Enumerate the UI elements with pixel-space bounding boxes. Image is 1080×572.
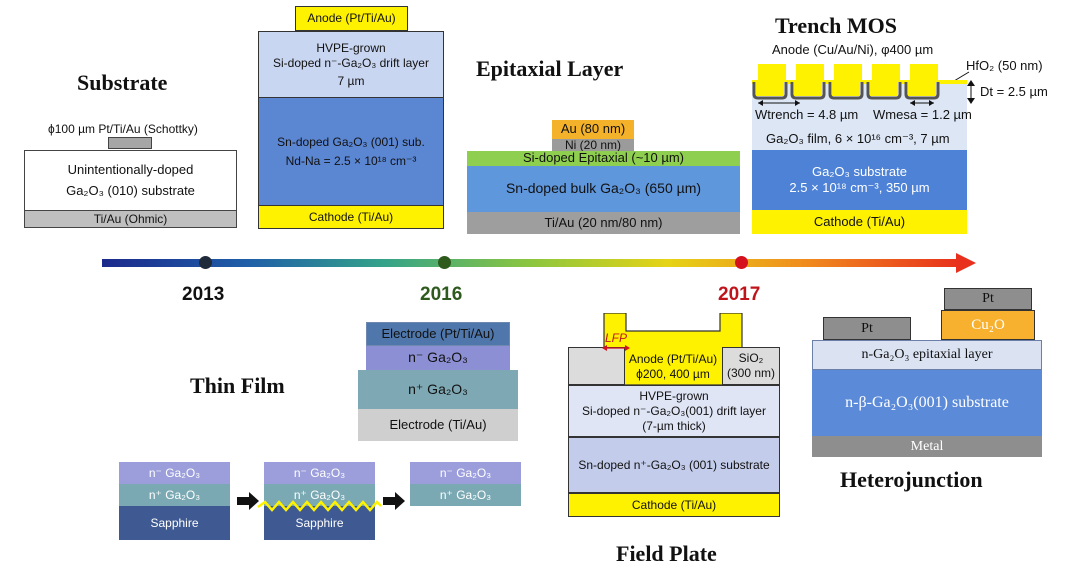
step3-n-minus: n⁻ Ga₂O₃ bbox=[410, 462, 521, 484]
hetero-pt-left: Pt bbox=[823, 317, 911, 340]
ohmic-contact: Ti/Au (Ohmic) bbox=[24, 210, 237, 228]
lfp-arrow bbox=[602, 345, 630, 351]
epi-si-doped-layer: Si-doped Epitaxial (~10 µm) bbox=[467, 150, 740, 166]
schottky-contact-pad bbox=[108, 137, 152, 149]
thin-film-bottom-electrode: Electrode (Ti/Au) bbox=[358, 409, 518, 441]
hetero-epi-layer: n-Ga₂O₃ epitaxial layer bbox=[812, 340, 1042, 370]
timeline-marker-2016 bbox=[438, 256, 451, 269]
step3-n-plus: n⁺ Ga₂O₃ bbox=[410, 484, 521, 506]
drift-anode: Anode (Pt/Ti/Au) bbox=[295, 6, 408, 31]
epi-backside-contact: Ti/Au (20 nm/80 nm) bbox=[467, 212, 740, 234]
field-plate-sio2-line2: (300 nm) bbox=[726, 366, 776, 380]
timeline-marker-2013 bbox=[199, 256, 212, 269]
epi-bulk-substrate: Sn-doped bulk Ga₂O₃ (650 µm) bbox=[467, 166, 740, 212]
field-plate-drift-layer: HVPE-grown Si-doped n⁻-Ga₂O₃(001) drift … bbox=[568, 385, 780, 437]
drift-cathode: Cathode (Ti/Au) bbox=[258, 205, 444, 229]
title-thin-film: Thin Film bbox=[190, 373, 285, 398]
step2-n-plus: n⁺ Ga₂O₃ bbox=[264, 484, 375, 506]
step2-n-minus: n⁻ Ga₂O₃ bbox=[264, 462, 375, 484]
field-plate-anode-shape bbox=[603, 313, 743, 385]
trench-cathode: Cathode (Ti/Au) bbox=[752, 210, 967, 234]
process-arrow-2 bbox=[383, 492, 405, 510]
drift-layer-line3: 7 µm bbox=[337, 73, 365, 88]
field-plate-substrate: Sn-doped n⁺-Ga₂O₃ (001) substrate bbox=[568, 437, 780, 493]
dt-arrow bbox=[967, 80, 975, 104]
step1-n-minus: n⁻ Ga₂O₃ bbox=[119, 462, 230, 484]
step2-sapphire: Sapphire bbox=[264, 506, 375, 540]
title-substrate: Substrate bbox=[77, 70, 168, 95]
schottky-contact-label: ϕ100 µm Pt/Ti/Au (Schottky) bbox=[48, 122, 198, 136]
field-plate-drift-line2: Si-doped n⁻-Ga₂O₃(001) drift layer bbox=[582, 403, 766, 418]
title-heterojunction: Heterojunction bbox=[840, 467, 983, 492]
trench-substrate-line2: 2.5 × 10¹⁸ cm⁻³, 350 µm bbox=[789, 180, 930, 195]
field-plate-drift-line1: HVPE-grown bbox=[639, 388, 709, 403]
trench-hfo2-label: HfO₂ (50 nm) bbox=[966, 58, 1043, 73]
thin-film-top-electrode: Electrode (Pt/Ti/Au) bbox=[366, 322, 510, 346]
title-field-plate: Field Plate bbox=[616, 541, 717, 566]
title-trench-mos: Trench MOS bbox=[775, 13, 898, 38]
substrate-body: Unintentionally-doped Ga₂O₃ (010) substr… bbox=[24, 150, 237, 211]
drift-substrate-line1: Sn-doped Ga₂O₃ (001) sub. bbox=[277, 134, 425, 149]
substrate-body-line1: Unintentionally-doped bbox=[67, 162, 194, 178]
field-plate-drift-line3: (7-µm thick) bbox=[642, 418, 706, 433]
trench-anode-label: Anode (Cu/Au/Ni), φ400 µm bbox=[772, 42, 934, 57]
field-plate-cathode: Cathode (Ti/Au) bbox=[568, 493, 780, 517]
field-plate-anode-line2: ϕ200, 400 µm bbox=[636, 367, 710, 381]
title-epitaxial-layer: Epitaxial Layer bbox=[476, 56, 624, 81]
thin-film-n-minus-layer: n⁻ Ga₂O₃ bbox=[366, 346, 510, 370]
epi-ni-contact: Ni (20 nm) bbox=[552, 138, 634, 152]
epi-au-contact: Au (80 nm) bbox=[552, 120, 634, 139]
thin-film-n-plus-layer: n⁺ Ga₂O₃ bbox=[358, 370, 518, 409]
field-plate-oxide-left bbox=[568, 347, 625, 385]
laser-liftoff-zigzag bbox=[257, 500, 382, 512]
field-plate-sio2: SiO₂ (300 nm) bbox=[722, 347, 780, 385]
step1-sapphire: Sapphire bbox=[119, 506, 230, 540]
trench-structure-drawing bbox=[752, 64, 967, 106]
drift-layer-line2: Si-doped n⁻-Ga₂O₃ drift layer bbox=[273, 55, 429, 70]
drift-substrate-line2: Nd-Na = 2.5 × 10¹⁸ cm⁻³ bbox=[285, 153, 417, 168]
year-label-2016: 2016 bbox=[420, 284, 463, 305]
drift-substrate: Sn-doped Ga₂O₃ (001) sub. Nd-Na = 2.5 × … bbox=[258, 97, 444, 206]
timeline-marker-2017 bbox=[735, 256, 748, 269]
trench-substrate-line1: Ga₂O₃ substrate bbox=[812, 163, 907, 179]
mesa-width-label: Wmesa = 1.2 µm bbox=[873, 107, 972, 122]
year-label-2013: 2013 bbox=[182, 284, 225, 305]
hetero-substrate: n-β-Ga₂O₃(001) substrate bbox=[812, 370, 1042, 436]
field-plate-anode-line1: Anode (Pt/Ti/Au) bbox=[628, 352, 718, 366]
process-arrow-1 bbox=[237, 492, 259, 510]
drift-layer: HVPE-grown Si-doped n⁻-Ga₂O₃ drift layer… bbox=[258, 31, 444, 98]
timeline-arrow bbox=[102, 253, 976, 273]
hetero-pt-top: Pt bbox=[944, 288, 1032, 310]
hetero-metal: Metal bbox=[812, 436, 1042, 457]
field-plate-anode-label: Anode (Pt/Ti/Au) ϕ200, 400 µm bbox=[626, 349, 720, 385]
hetero-cu2o: Cu₂O bbox=[941, 310, 1035, 340]
substrate-body-line2: Ga₂O₃ (010) substrate bbox=[66, 182, 195, 198]
year-label-2017: 2017 bbox=[718, 284, 761, 305]
field-plate-lfp-label: LFP bbox=[605, 331, 628, 345]
trench-dt-label: Dt = 2.5 µm bbox=[980, 84, 1048, 99]
trench-film-label: Ga₂O₃ film, 6 × 10¹⁶ cm⁻³, 7 µm bbox=[766, 131, 950, 146]
field-plate-sio2-line1: SiO₂ bbox=[738, 351, 764, 365]
step1-n-plus: n⁺ Ga₂O₃ bbox=[119, 484, 230, 506]
trench-width-label: Wtrench = 4.8 µm bbox=[755, 107, 859, 122]
trench-substrate: Ga₂O₃ substrate 2.5 × 10¹⁸ cm⁻³, 350 µm bbox=[752, 150, 967, 210]
drift-layer-line1: HVPE-grown bbox=[316, 40, 386, 55]
